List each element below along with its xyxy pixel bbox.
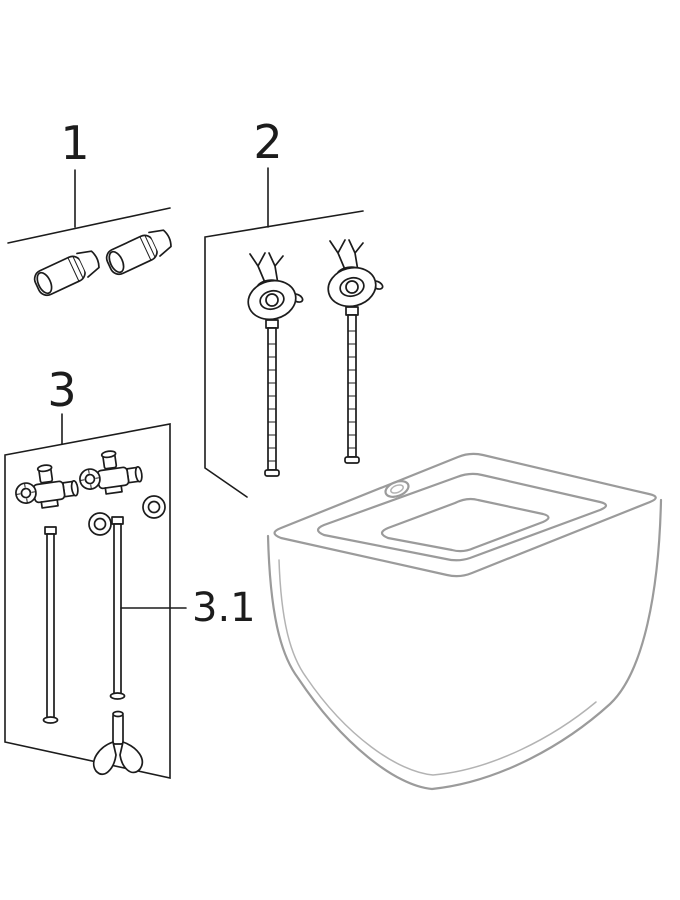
callout-3-1: 3.1 [120,585,256,631]
mounting-bracket-left [247,252,304,477]
angle-fitting-left [15,464,79,509]
bidet-basin-bottom [380,497,550,553]
cap-right [142,495,166,519]
bidet-body [266,498,663,791]
angle-fitting-right [79,450,143,495]
callout-2: 2 [204,115,364,498]
bidet-body-crease [278,559,597,776]
callout-3-bracket-line [4,423,171,779]
callout-1: 1 [7,116,171,244]
callout-1-label: 1 [60,116,89,170]
callout-3: 3 [4,363,171,779]
anchor-sleeve-right [105,229,172,276]
bidet-illustration [266,452,663,791]
callout-1-bracket-line [7,207,171,244]
threaded-rod-left [42,526,59,724]
anchor-sleeve-left [33,250,100,297]
callout-3-1-label: 3.1 [192,585,256,631]
threaded-rod-right [109,516,126,700]
cap-left [88,512,112,536]
callout-3-label: 3 [47,363,76,417]
mounting-bracket-right [327,239,384,464]
callout-2-bracket-line [204,210,364,498]
callout-2-label: 2 [253,115,282,169]
tap-hole [384,480,410,498]
wing-key [92,710,144,776]
